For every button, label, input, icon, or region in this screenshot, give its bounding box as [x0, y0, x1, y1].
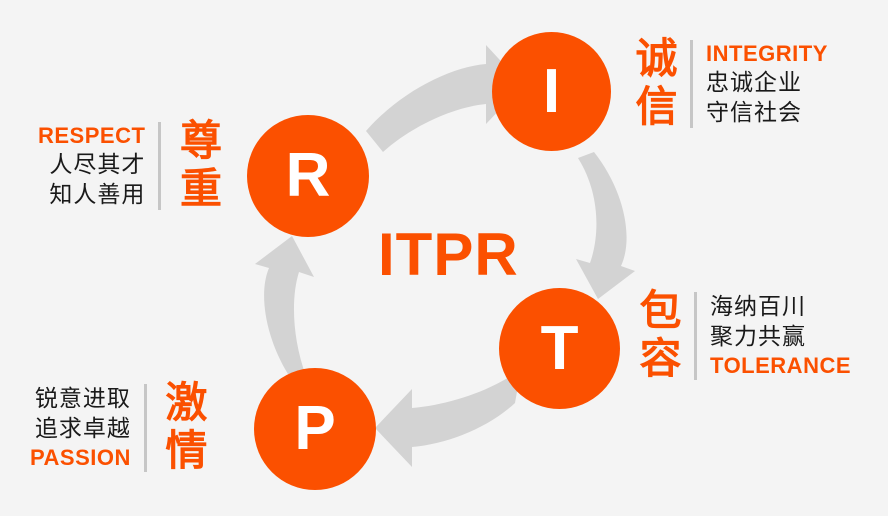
node-circle-passion[interactable]: P [254, 368, 376, 490]
value-english-respect: RESPECT [38, 122, 146, 148]
node-letter-p: P [294, 394, 336, 463]
node-letter-t: T [540, 313, 579, 383]
node-letter-i: I [542, 56, 561, 126]
center-acronym: ITPR [378, 221, 519, 288]
value-english-tolerance: TOLERANCE [710, 353, 852, 379]
node-letter-r: R [285, 141, 331, 210]
value-block-passion: 锐意进取 追求卓越 PASSION 激情 [30, 380, 208, 476]
value-line-tolerance-2: 聚力共赢 [710, 323, 807, 350]
value-line-integrity-2: 守信社会 [706, 100, 803, 127]
value-detail-passion: 锐意进取 追求卓越 PASSION [30, 384, 131, 473]
value-detail-respect: RESPECT 人尽其才 知人善用 [38, 122, 145, 211]
value-english-integrity: INTEGRITY [706, 40, 828, 66]
value-divider-integrity [690, 40, 694, 128]
value-chinese-tolerance: 包容 [633, 288, 683, 384]
value-line-integrity-1: 忠诚企业 [706, 69, 803, 96]
value-line-passion-1: 锐意进取 [34, 385, 131, 412]
arrow-passion-to-respect [255, 236, 314, 376]
value-chinese-integrity: 诚信 [629, 36, 679, 132]
value-divider-passion [143, 384, 147, 472]
value-block-integrity: 诚信 INTEGRITY 忠诚企业 守信社会 [629, 36, 828, 132]
value-line-tolerance-1: 海纳百川 [710, 293, 807, 320]
value-chinese-respect: 尊重 [173, 118, 223, 214]
value-line-respect-1: 人尽其才 [49, 151, 146, 178]
value-chinese-passion-vertical: 激情 [158, 380, 208, 476]
node-circle-respect[interactable]: R [247, 115, 369, 237]
value-chinese-respect-vertical: 尊重 [173, 118, 223, 214]
node-circle-integrity[interactable]: I [492, 32, 611, 151]
value-chinese-tolerance-vertical: 包容 [633, 288, 683, 384]
value-detail-tolerance: 海纳百川 聚力共赢 TOLERANCE [710, 292, 851, 381]
arrow-integrity-to-tolerance [576, 152, 635, 299]
value-chinese-integrity-vertical: 诚信 [629, 36, 679, 132]
value-divider-tolerance [694, 292, 698, 380]
value-english-passion: PASSION [30, 445, 131, 471]
arrow-tolerance-to-passion [375, 369, 521, 467]
value-line-passion-2: 追求卓越 [34, 415, 131, 442]
node-circle-tolerance[interactable]: T [499, 288, 620, 409]
value-detail-integrity: INTEGRITY 忠诚企业 守信社会 [706, 40, 828, 129]
value-block-respect: RESPECT 人尽其才 知人善用 尊重 [38, 118, 223, 214]
value-block-tolerance: 包容 海纳百川 聚力共赢 TOLERANCE [633, 288, 851, 384]
value-line-respect-2: 知人善用 [49, 182, 146, 209]
value-divider-respect [158, 122, 162, 210]
value-chinese-passion: 激情 [158, 380, 208, 476]
